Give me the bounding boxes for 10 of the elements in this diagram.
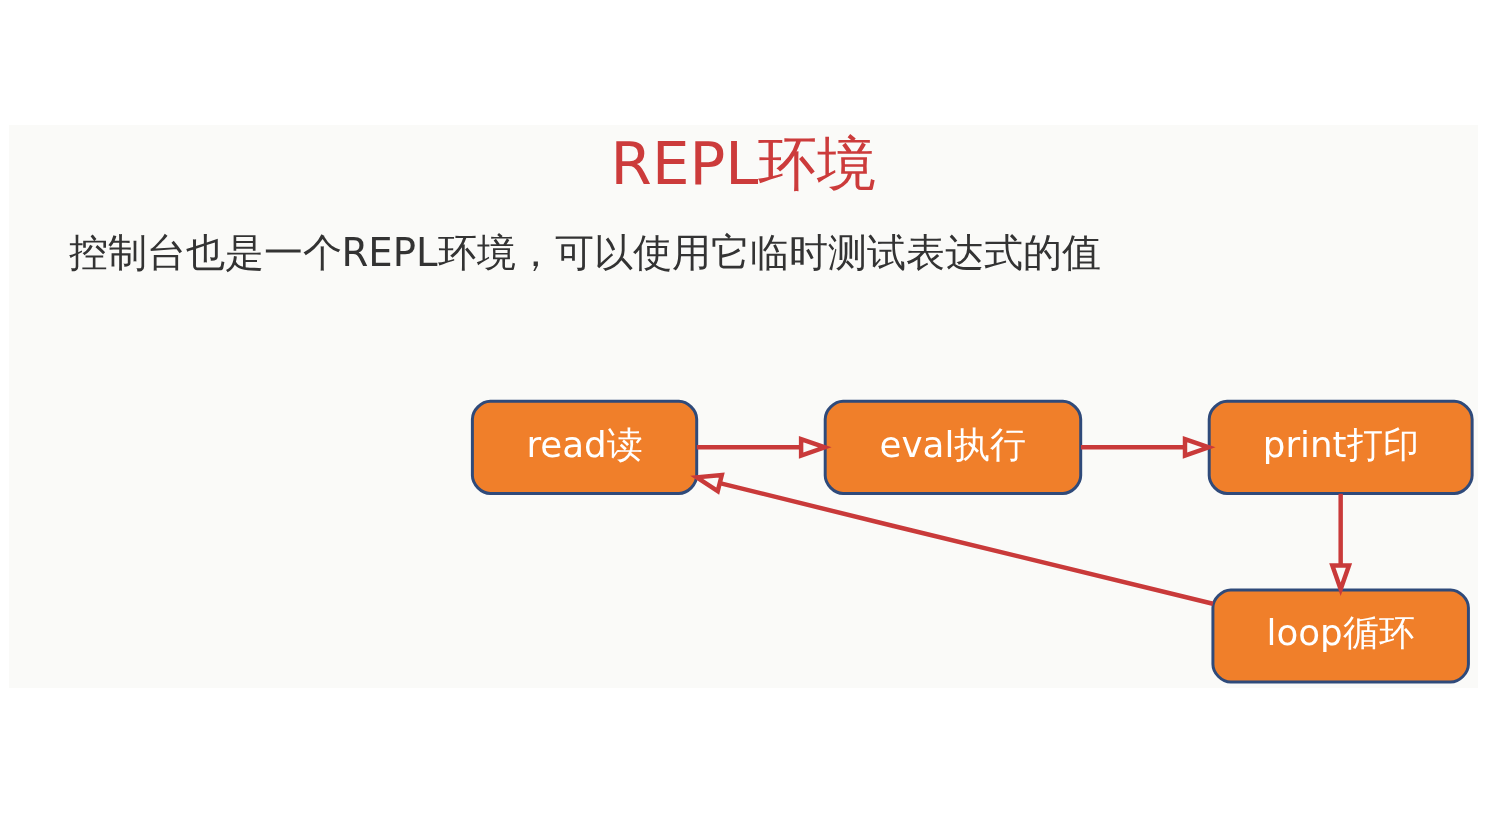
arrow xyxy=(1329,493,1353,597)
label: 控制台也是一个REPL环境，可以使用它临时测试表达式的值 xyxy=(68,229,1101,275)
node-box: read读 xyxy=(470,399,699,495)
arrow xyxy=(1080,435,1216,459)
arrow xyxy=(696,435,832,459)
arrow xyxy=(690,472,1214,606)
node-box: eval执行 xyxy=(823,399,1083,495)
node-box: loop循环 xyxy=(1211,588,1470,684)
node-box: print打印 xyxy=(1207,399,1474,495)
diagram-title: REPL环境 xyxy=(610,129,877,199)
